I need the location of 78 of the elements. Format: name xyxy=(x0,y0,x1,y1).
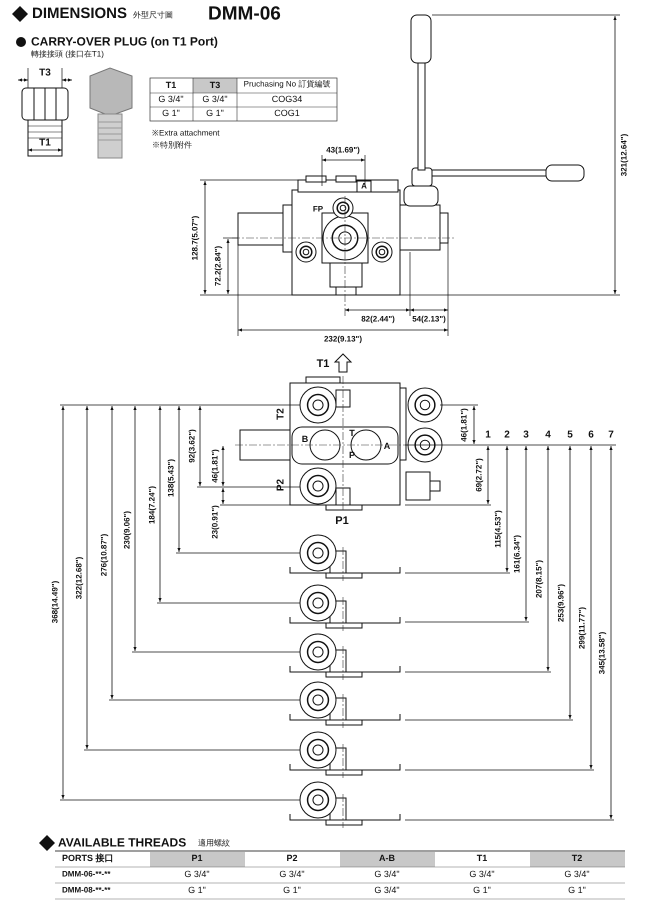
thread-size: G 1" xyxy=(188,886,206,896)
dimension-label: 161(6.34") xyxy=(514,534,522,573)
note: ※Extra attachment xyxy=(152,130,220,138)
callout-number: 5 xyxy=(567,430,573,440)
dimension-label: 232(9.13") xyxy=(324,336,362,344)
dimension-label: 299(11.77") xyxy=(578,606,588,649)
thread-size: G 1" xyxy=(568,886,586,896)
dimension-label: 23(0.91") xyxy=(212,505,220,539)
dimension-label: 69(2.72") xyxy=(476,458,484,492)
port-label: P1 xyxy=(335,514,349,528)
dimension-label: 82(2.44") xyxy=(361,316,395,324)
heading: DIMENSIONS xyxy=(32,6,128,22)
dimension-label: 46(1.81") xyxy=(460,408,470,442)
thread-size: G 1" xyxy=(283,886,301,896)
column-header: PORTS 接口 xyxy=(62,854,114,864)
column-header: P1 xyxy=(192,854,202,864)
heading: CARRY-OVER PLUG (on T1 Port) xyxy=(31,35,218,49)
column-header: T2 xyxy=(572,854,582,864)
model-code: DMM-06-**-** xyxy=(62,870,110,880)
dimension-label: 368(14.49") xyxy=(52,580,60,624)
column-header: T3 xyxy=(210,81,220,91)
column-header: P2 xyxy=(286,854,298,864)
thread-size: G 3/4" xyxy=(202,95,228,105)
dimension-label: T1 xyxy=(39,138,51,148)
dimension-label: 54(2.13") xyxy=(412,316,446,324)
thread-size: G 3/4" xyxy=(279,870,305,880)
callout-number: 4 xyxy=(545,430,551,440)
dimension-label: 322(12.68") xyxy=(76,556,84,600)
column-header: Pruchasing No 訂貨編號 xyxy=(244,80,330,90)
dimension-label: 321(12.64") xyxy=(620,134,630,176)
thread-size: G 3/4" xyxy=(469,870,495,880)
port-label: P2 xyxy=(276,478,286,492)
part-number: COG1 xyxy=(274,109,300,119)
dimension-label: 184(7.24") xyxy=(148,486,158,524)
dimension-label: T3 xyxy=(39,68,51,78)
heading: 轉接接頭 (接口在T1) xyxy=(31,50,104,60)
thread-size: G 3/4" xyxy=(158,95,184,105)
port-label: A xyxy=(384,442,390,452)
dimension-label: 138(5.43") xyxy=(168,458,176,498)
port-label: T1 xyxy=(316,358,330,370)
dimension-label: 253(9.96") xyxy=(558,583,566,622)
port-label: T2 xyxy=(276,408,286,420)
dimension-label: 276(10.87") xyxy=(100,534,110,576)
dimension-label: 46(1.81") xyxy=(212,449,220,483)
port-label: B xyxy=(302,435,308,445)
column-header: A-B xyxy=(379,854,395,864)
dimension-label: 43(1.69") xyxy=(326,146,360,156)
part-number: COG34 xyxy=(272,95,302,105)
dimension-label: 128.7(5.07") xyxy=(192,216,200,260)
column-header: T1 xyxy=(166,81,176,91)
thread-size: G 1" xyxy=(206,109,224,119)
model-number: DMM-06 xyxy=(208,4,281,26)
port-label: T xyxy=(349,429,355,439)
port-label: A xyxy=(361,182,367,192)
heading: 外型尺寸圖 xyxy=(133,12,173,20)
dimension-label: 230(9.06") xyxy=(124,510,132,550)
note: ※特別附件 xyxy=(152,142,192,150)
callout-number: 1 xyxy=(485,430,491,440)
heading: AVAILABLE THREADS xyxy=(58,836,186,850)
heading: 適用螺紋 xyxy=(198,840,230,848)
dimension-label: 345(13.58") xyxy=(598,631,608,674)
thread-size: G 3/4" xyxy=(374,886,400,896)
model-code: DMM-08-**-** xyxy=(62,886,110,896)
port-label: FP xyxy=(312,206,324,214)
thread-size: G 1" xyxy=(162,109,180,119)
dimension-label: 207(8.15") xyxy=(536,559,544,598)
callout-number: 6 xyxy=(588,430,594,440)
thread-size: G 1" xyxy=(473,886,491,896)
thread-size: G 3/4" xyxy=(184,870,210,880)
dimension-label: 92(3.62") xyxy=(188,429,198,463)
dimension-label: 72.2(2.84") xyxy=(214,246,224,286)
column-header: T1 xyxy=(476,854,488,864)
callout-number: 7 xyxy=(608,430,614,440)
thread-size: G 3/4" xyxy=(564,870,590,880)
dimension-label: 115(4.53") xyxy=(494,510,504,548)
callout-number: 3 xyxy=(523,430,529,440)
callout-number: 2 xyxy=(504,430,510,440)
thread-size: G 3/4" xyxy=(374,870,400,880)
